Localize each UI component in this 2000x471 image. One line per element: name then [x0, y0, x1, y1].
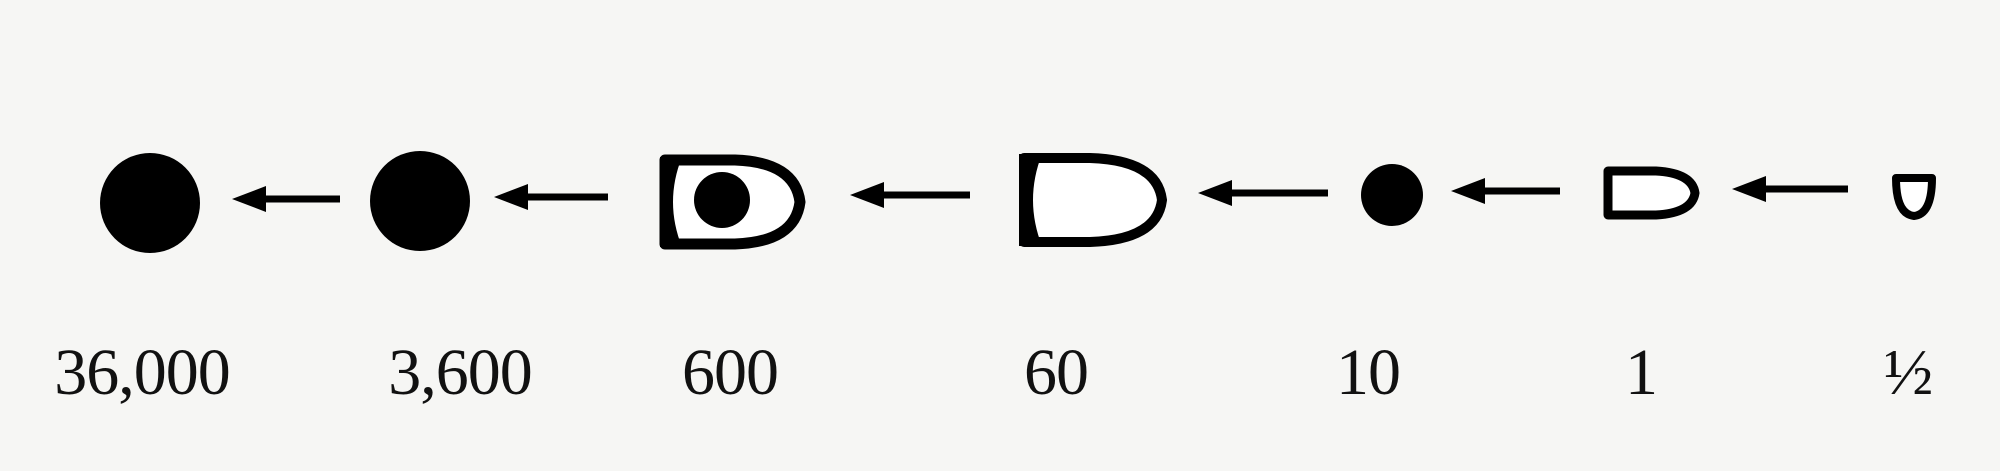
tiny-wedge-icon	[1892, 174, 1936, 220]
value-label-36000: 36,000	[54, 336, 230, 409]
large-disc-icon	[370, 151, 470, 251]
large-disc-icon	[100, 153, 200, 253]
value-label-half: ½	[1883, 336, 1933, 409]
value-label-60: 60	[1024, 336, 1089, 409]
left-arrow-icon	[1732, 176, 1848, 202]
large-wedge-icon	[1019, 153, 1167, 247]
left-arrow-icon	[1451, 178, 1560, 204]
value-label-3600: 3,600	[388, 336, 532, 409]
wedge-with-disc-icon	[659, 154, 806, 250]
value-label-10: 10	[1336, 336, 1401, 409]
value-label-1: 1	[1625, 336, 1658, 409]
value-label-600: 600	[682, 336, 779, 409]
left-arrow-icon	[232, 186, 340, 212]
left-arrow-icon	[1198, 180, 1328, 206]
small-disc-icon	[1361, 164, 1423, 226]
left-arrow-icon	[494, 184, 608, 210]
left-arrow-icon	[850, 182, 970, 208]
small-wedge-icon	[1603, 166, 1700, 220]
